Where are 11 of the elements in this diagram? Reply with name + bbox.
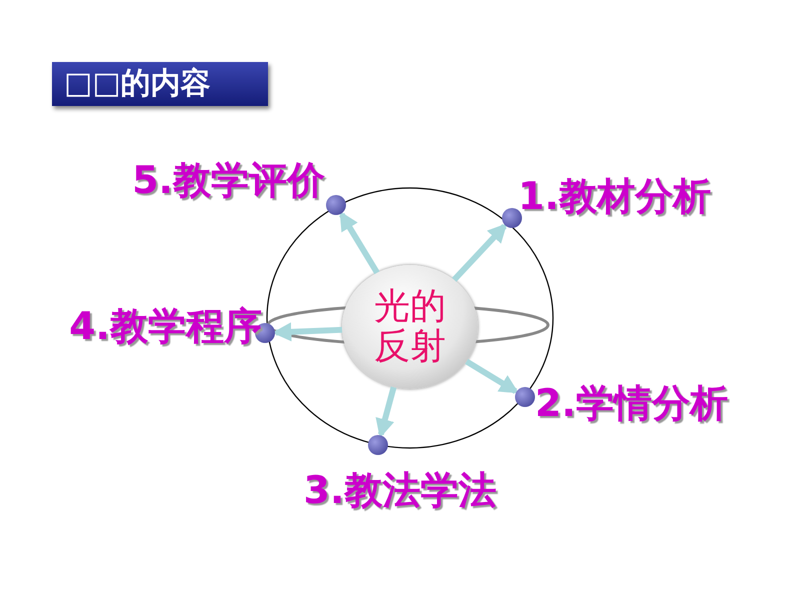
title-banner: □□的内容 — [52, 62, 268, 106]
topic-sphere: 光的反射 — [342, 265, 478, 389]
arrow — [339, 211, 380, 274]
arrow — [376, 386, 397, 438]
arrow — [465, 358, 519, 394]
topic-label: 4.教学程序 — [69, 303, 262, 349]
topic-label: 3.教法学法 — [304, 467, 496, 513]
arrow — [452, 223, 508, 282]
topic-label: 2.学情分析 — [535, 380, 728, 426]
topic-label: 5.教学评价 — [132, 157, 325, 203]
topic-label: 1.教材分析 — [518, 173, 711, 219]
